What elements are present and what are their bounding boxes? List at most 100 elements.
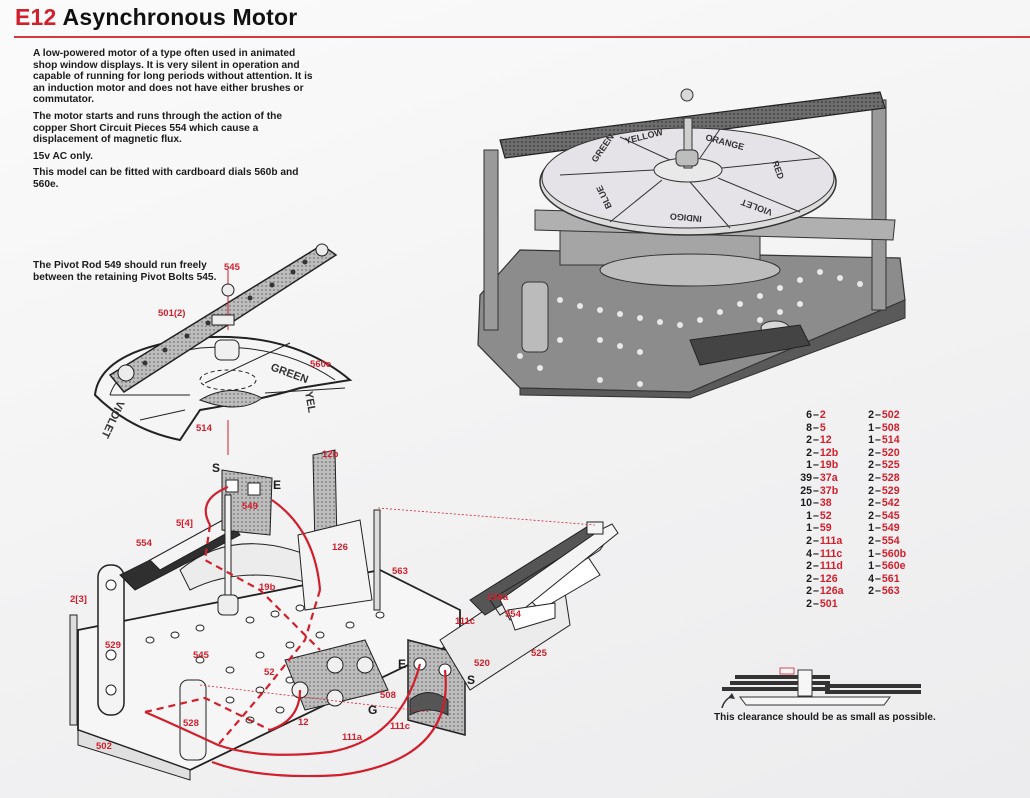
part-number: 508 <box>881 421 900 434</box>
parts-list-row: 2–520 <box>852 447 906 460</box>
callout-19b: 19b <box>259 582 276 593</box>
parts-list-row: 2–525 <box>852 459 906 472</box>
part-quantity: 2 <box>806 585 812 598</box>
exploded-dial-illustration: GREEN YEL VIOLET <box>93 243 353 455</box>
parts-list-row: 2–111a <box>790 535 843 548</box>
parts-list-row: 2–545 <box>852 510 906 523</box>
parts-list-row: 4–111c <box>790 548 843 561</box>
part-number: 37a <box>819 471 838 484</box>
callout-520: 520 <box>474 658 490 669</box>
part-number: 563 <box>881 585 900 598</box>
parts-list-row: 2–501 <box>790 598 843 611</box>
parts-list-row: 2–126a <box>790 585 843 598</box>
part-quantity: 10 <box>800 497 812 510</box>
parts-list-row: 1–508 <box>852 422 906 435</box>
part-quantity: 4 <box>806 547 812 560</box>
part-number: 542 <box>881 497 900 510</box>
part-quantity: 4 <box>868 572 874 585</box>
separator-dash: – <box>875 547 881 560</box>
part-number: 12b <box>819 446 839 459</box>
separator-dash: – <box>875 471 881 484</box>
callout-545-lower: 545 <box>193 650 209 661</box>
part-number: 19b <box>819 459 839 472</box>
separator-dash: – <box>875 497 881 510</box>
parts-list-row: 25–37b <box>790 485 843 498</box>
part-quantity: 1 <box>868 522 874 535</box>
part-number: 545 <box>881 509 900 522</box>
separator-dash: – <box>875 409 881 421</box>
callout-501: 501(2) <box>158 308 186 319</box>
parts-list-row: 2–126 <box>790 573 843 586</box>
separator-dash: – <box>875 459 881 472</box>
part-number: 561 <box>881 572 900 585</box>
separator-dash: – <box>813 409 819 421</box>
part-number: 529 <box>881 484 900 497</box>
part-quantity: 1 <box>806 509 812 522</box>
clearance-caption: This clearance should be as small as pos… <box>714 712 936 723</box>
callout-502: 502 <box>96 741 112 752</box>
part-quantity: 2 <box>868 409 874 421</box>
terminal-g: G <box>368 703 378 717</box>
part-number: 126a <box>819 585 844 598</box>
callout-126: 126 <box>332 542 348 553</box>
part-quantity: 1 <box>806 459 812 472</box>
part-number: 111a <box>819 534 843 547</box>
separator-dash: – <box>813 597 819 610</box>
part-quantity: 1 <box>868 547 874 560</box>
terminal-e: E <box>273 478 282 492</box>
parts-list-row: 2–111d <box>790 560 843 573</box>
part-number: 514 <box>881 434 900 447</box>
part-number: 560e <box>881 560 906 573</box>
separator-dash: – <box>813 421 819 434</box>
model-code: E12 <box>15 4 57 30</box>
part-quantity: 2 <box>868 484 874 497</box>
separator-dash: – <box>813 572 819 585</box>
callout-111c: 111c <box>455 616 476 627</box>
part-quantity: 1 <box>868 560 874 573</box>
intro-paragraph: A low-powered motor of a type often used… <box>33 48 313 106</box>
callout-5: 5[4] <box>176 518 193 529</box>
callout-563: 563 <box>392 566 408 577</box>
dial-label: INDIGO <box>669 211 702 224</box>
callout-52: 52 <box>264 667 275 678</box>
callout-549: 549 <box>242 501 258 512</box>
separator-dash: – <box>875 560 881 573</box>
callout-508: 508 <box>380 690 396 701</box>
callout-554: 554 <box>136 538 152 549</box>
callout-2: 2[3] <box>70 594 87 605</box>
separator-dash: – <box>875 522 881 535</box>
part-quantity: 2 <box>806 534 812 547</box>
intro-paragraph: This model can be fitted with cardboard … <box>33 167 299 190</box>
terminal-s: S <box>212 461 221 475</box>
separator-dash: – <box>813 585 819 598</box>
part-number: 560b <box>881 547 907 560</box>
part-quantity: 39 <box>800 471 812 484</box>
callout-111c-lower: 111c <box>390 721 411 732</box>
parts-list-row: 2–554 <box>852 535 906 548</box>
part-quantity: 2 <box>868 534 874 547</box>
parts-list-row: 1–560e <box>852 560 906 573</box>
separator-dash: – <box>875 585 881 598</box>
part-number: 2 <box>819 409 826 421</box>
separator-dash: – <box>813 446 819 459</box>
separator-dash: – <box>813 509 819 522</box>
part-number: 5 <box>819 421 826 434</box>
callout-514: 514 <box>196 423 212 434</box>
parts-list-row: 10–38 <box>790 497 843 510</box>
callout-529: 529 <box>105 640 121 651</box>
part-number: 501 <box>819 597 838 610</box>
parts-list-row: 8–5 <box>790 422 843 435</box>
separator-dash: – <box>875 572 881 585</box>
parts-list-row: 1–59 <box>790 522 843 535</box>
parts-list-row: 4–561 <box>852 573 906 586</box>
intro-paragraph: 15v AC only. <box>33 150 94 162</box>
separator-dash: – <box>813 534 819 547</box>
intro-paragraph: The motor starts and runs through the ac… <box>33 110 283 146</box>
separator-dash: – <box>813 497 819 510</box>
callout-560e: 560e <box>310 359 332 370</box>
part-quantity: 2 <box>868 459 874 472</box>
part-quantity: 2 <box>868 509 874 522</box>
part-quantity: 1 <box>868 421 874 434</box>
